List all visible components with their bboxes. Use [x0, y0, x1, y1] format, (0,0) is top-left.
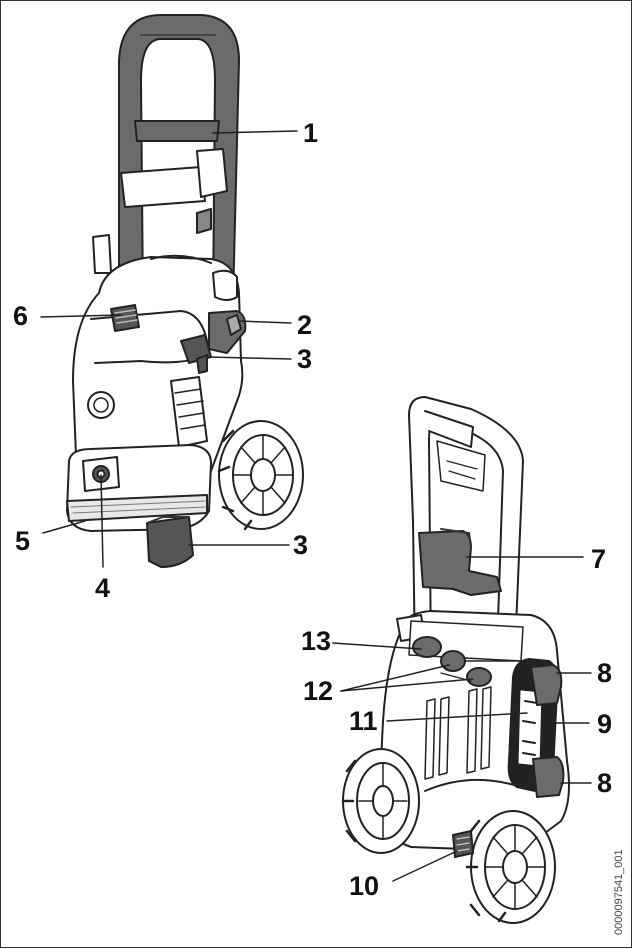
leader-10: [392, 850, 458, 882]
label-9: 9: [597, 709, 613, 739]
rear-knob-12b: [466, 667, 492, 687]
leader-12a: [340, 664, 450, 692]
label-12: 12: [303, 676, 334, 706]
label-8-upper: 8: [597, 658, 613, 688]
label-4: 4: [95, 573, 111, 603]
leader-3a: [206, 356, 292, 360]
label-2: 2: [297, 310, 313, 340]
rear-view-machine: [341, 396, 570, 924]
label-13: 13: [301, 626, 332, 656]
front-switch: [110, 304, 140, 332]
rear-knob-13: [412, 636, 442, 658]
label-5: 5: [15, 526, 31, 556]
leader-lines: [40, 130, 592, 882]
label-11: 11: [349, 706, 378, 736]
front-holder-3b: [146, 516, 194, 568]
leader-2: [238, 320, 292, 324]
leader-13: [332, 642, 422, 650]
label-8-lower: 8: [597, 768, 613, 798]
label-3-lower: 3: [293, 530, 309, 560]
rear-hook-8a: [530, 664, 563, 706]
label-1: 1: [303, 118, 319, 148]
rear-hook-8b: [532, 756, 565, 798]
rear-gun-holder-7: [418, 530, 502, 596]
leader-5: [42, 520, 86, 534]
leader-6: [40, 314, 122, 318]
leader-4: [100, 474, 104, 568]
label-7: 7: [591, 544, 607, 574]
image-code: 0000097541_001: [613, 849, 625, 935]
leader-12b: [340, 678, 474, 692]
label-3-upper: 3: [297, 344, 313, 374]
label-10: 10: [349, 871, 380, 901]
rear-knob-12a: [440, 650, 466, 672]
leader-11: [386, 712, 528, 722]
leader-1: [212, 130, 298, 134]
label-6: 6: [13, 301, 29, 331]
front-view-machine: [66, 14, 304, 568]
